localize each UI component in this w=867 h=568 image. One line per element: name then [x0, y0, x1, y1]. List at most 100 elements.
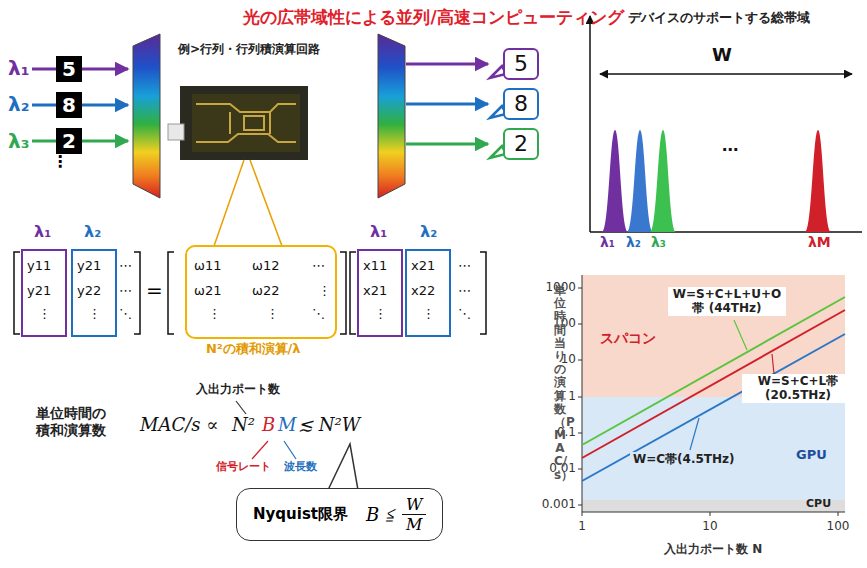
figure-stroke [690, 418, 699, 450]
figure-stroke [196, 104, 296, 112]
label: 入出力ポート数 [196, 382, 280, 396]
label: ⋯ [119, 283, 132, 299]
label: W [712, 44, 732, 66]
label: λ₁ [370, 222, 387, 241]
label: ⋱ [458, 306, 471, 322]
label: λ₃ [8, 129, 29, 153]
label: ω21 [194, 283, 221, 299]
label: ⋯ [312, 258, 325, 274]
label: λM [808, 234, 831, 251]
output-digit: 2 [514, 131, 528, 156]
label: 100 [818, 519, 858, 533]
output-bubble: 8 [503, 88, 539, 120]
figure-stroke [22, 250, 66, 336]
label: ω12 [252, 258, 279, 274]
label: ⋮ [88, 306, 101, 322]
figure-stroke [168, 124, 184, 140]
label: 単位時間の 積和演算数 [36, 405, 124, 439]
digit-image: 2 [56, 128, 82, 154]
label: N² [232, 414, 255, 436]
figure-stroke [582, 512, 838, 516]
label: MAC/s ∝ [140, 414, 218, 436]
figure-stroke [14, 252, 486, 334]
output-digit: 8 [514, 91, 528, 116]
label: λ₃ [651, 234, 666, 251]
figure-stroke [186, 246, 336, 338]
figure-stroke [582, 500, 845, 512]
figure-stroke [600, 73, 852, 75]
label: ≲ N²W [298, 414, 360, 436]
figure-stroke [72, 250, 116, 336]
figure-stroke [244, 116, 264, 130]
label: デバイスのサポートする総帯域 [628, 10, 810, 26]
label: 例>行列・行列積演算回路 [178, 42, 320, 56]
label: ⋮ [266, 306, 279, 322]
figure-stroke [582, 334, 845, 481]
digit-image: 8 [56, 92, 82, 118]
digit-image: 5 [56, 56, 82, 82]
figure-stroke [214, 160, 244, 246]
label: ⋮ [38, 306, 51, 322]
denominator: M [406, 515, 422, 534]
figure-stroke [582, 397, 845, 500]
figure-stroke [378, 34, 405, 198]
figure-stroke [406, 143, 488, 146]
label: W=S+C+L帯 (20.5THz) [742, 374, 854, 403]
figure-stroke [627, 130, 653, 232]
figure-stroke [252, 441, 268, 459]
figure-stroke [350, 252, 486, 334]
label: ⋯ [119, 258, 132, 274]
fraction: WM [402, 495, 426, 534]
label: λ₁ [8, 56, 29, 80]
label: ⋯ [722, 140, 738, 159]
figure-stroke [406, 64, 488, 144]
label: y21 [27, 283, 51, 299]
label: 1 [562, 519, 602, 533]
label: ⋮ [52, 152, 68, 171]
label: 信号レート [216, 460, 271, 473]
label: ω22 [252, 283, 279, 299]
label: B [262, 414, 275, 436]
figure-stroke [358, 250, 402, 336]
label: λ₂ [84, 222, 101, 241]
figure-stroke [250, 160, 282, 246]
figure-stroke [14, 252, 140, 334]
label: 0.001 [536, 497, 576, 511]
figure-stroke [236, 401, 246, 414]
figure-stroke [196, 104, 296, 142]
label: M [278, 414, 296, 436]
label: ⋮ [208, 306, 221, 322]
figure-stroke [180, 86, 308, 160]
figure-stroke [406, 250, 450, 336]
label: λ₁ [34, 222, 51, 241]
figure-stroke [133, 34, 160, 198]
label: x21 [411, 258, 435, 274]
label: ⋱ [312, 306, 325, 322]
label: λ₂ [626, 234, 641, 251]
figure-stroke [650, 130, 676, 232]
formula-text: B ≦ [366, 503, 396, 527]
label: 単位時間当りの演算数（PMAC/s） [554, 284, 566, 482]
figure-stroke [406, 103, 488, 106]
label: x22 [411, 283, 435, 299]
label: ⋯ [458, 258, 471, 274]
figure-stroke [589, 16, 591, 232]
label: = [146, 278, 163, 302]
label: 入出力ポート数 N [664, 542, 762, 556]
figure-stroke [578, 288, 582, 505]
label: W=S+C+L+U+O帯 (44THz) [668, 287, 786, 316]
figure-stroke [284, 441, 296, 459]
label: λ₂ [8, 92, 29, 116]
label: ⋱ [119, 306, 132, 322]
digit-image-text: 5 [62, 57, 76, 81]
label: λ₁ [600, 234, 615, 251]
figure-stroke [772, 354, 774, 374]
callout-box: Nyquist限界 B ≦WM [236, 488, 443, 541]
label: x21 [363, 283, 387, 299]
callout-text: Nyquist限界 [253, 505, 348, 524]
label: W=C帯(4.5THz) [630, 452, 738, 466]
output-bubble: 2 [503, 128, 539, 160]
figure-stroke [22, 246, 450, 338]
label: ⋮ [422, 306, 435, 322]
